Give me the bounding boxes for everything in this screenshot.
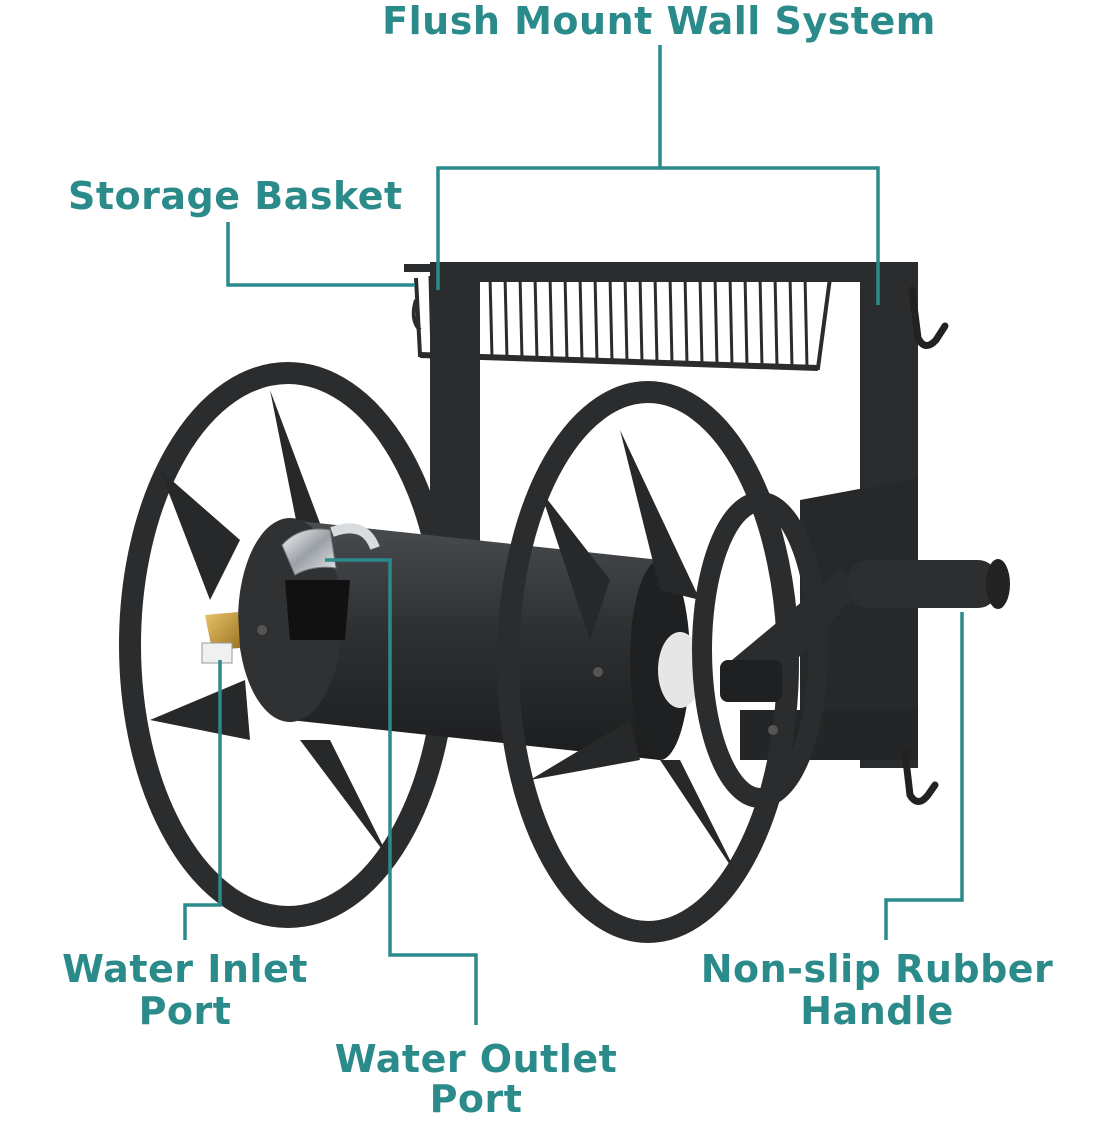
basket-bar [593,275,599,361]
label-handle-line1: Non-slip Rubber [700,947,1054,991]
label-storage-basket: Storage Basket [68,174,403,218]
basket-bar [713,275,719,365]
callout-water-outlet [325,558,478,1025]
basket-bar [518,275,524,359]
callout-water-inlet [183,660,222,940]
crank-assembly [658,492,1010,808]
callout-handle [884,612,964,940]
wall-hooks [901,286,949,805]
label-handle-line2: Handle [800,989,954,1033]
storage-basket-illustration [404,264,838,371]
basket-bar [698,275,704,365]
basket-bar [638,275,644,363]
basket-bar [803,275,809,368]
callout-flush-mount-right [660,166,880,305]
water-inlet-fitting [201,612,240,664]
label-water-outlet-line2: Port [429,1077,523,1121]
basket-bar [458,275,464,357]
label-water-inlet-line2: Port [138,989,232,1033]
callout-storage-basket [226,222,415,287]
basket-bar [608,275,614,362]
basket-bar [773,275,779,367]
basket-bar [443,275,449,357]
basket-bar [683,275,689,364]
callout-lines [183,45,964,1025]
basket-bar [548,275,554,360]
label-water-outlet-line1: Water Outlet [334,1037,618,1081]
basket-bar [488,275,494,358]
basket-bar [473,275,479,358]
water-outlet-fitting [281,523,380,576]
basket-bar [623,275,629,362]
basket-bar [428,275,434,357]
basket-bar [563,275,569,361]
callout-flush-mount [436,45,662,290]
basket-bar [533,275,539,360]
basket-bar [653,275,659,363]
label-water-inlet-line1: Water Inlet [62,947,308,991]
front-wheel [497,381,799,943]
basket-bar [728,275,734,366]
basket-bar [788,275,794,367]
basket-bar [668,275,674,364]
label-flush-mount-wall-system: Flush Mount Wall System [382,0,936,43]
basket-bar [578,275,584,361]
basket-bar [758,275,764,366]
basket-bar [503,275,509,359]
basket-bar [743,275,749,366]
